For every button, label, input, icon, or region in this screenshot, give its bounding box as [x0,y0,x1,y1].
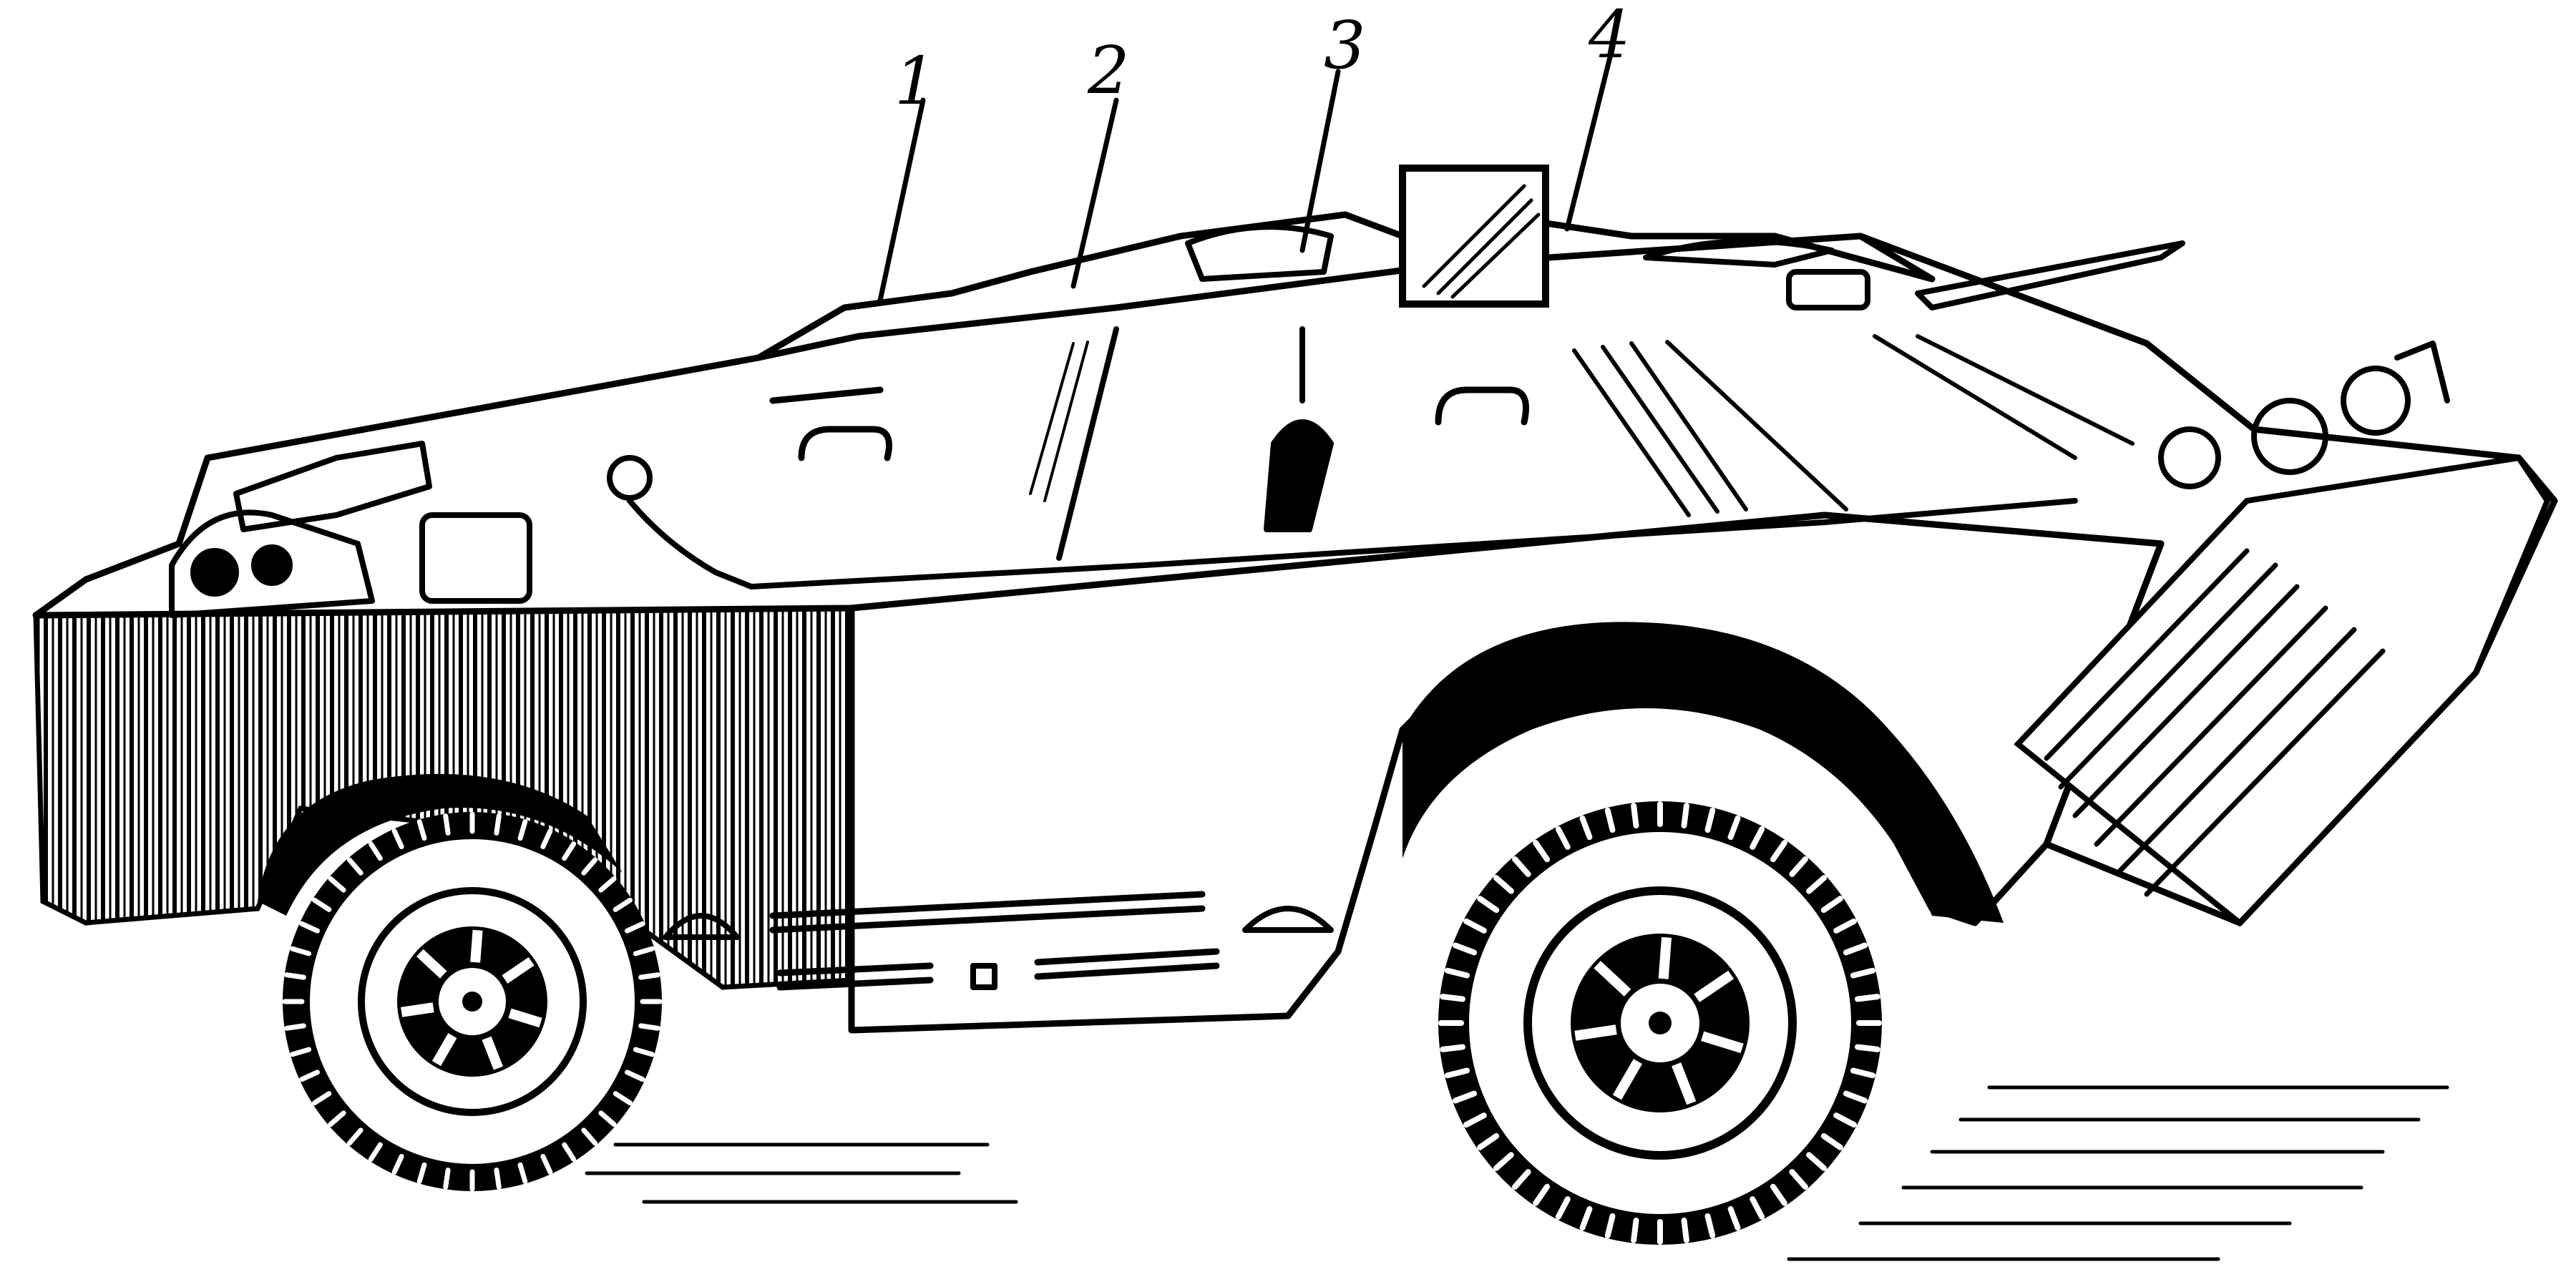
wheel-spoke [1694,970,1735,1002]
wheel-spoke [1658,936,1672,979]
nose-shading [2044,548,2386,897]
wheel-spoke [1574,1024,1617,1041]
callout-3: 3 [1324,7,1366,84]
wheel-spoke [508,1008,542,1028]
rear-tire-tread [282,811,663,1192]
rear-deck-equipment [169,441,532,618]
wheel-spoke [470,929,483,963]
wheel-spoke [502,956,535,984]
hull-seam [1056,326,1119,561]
roof-structure [755,211,1936,361]
side-equipment [607,326,1334,589]
front-wheel-arch [1402,622,2004,923]
callout-4: 4 [1588,0,1631,73]
callout-leaders [877,54,1613,303]
wheel-spoke [1672,1062,1697,1105]
front-slope-shading [1572,334,2135,517]
wheel-spoke [482,1036,503,1070]
side-rails [769,891,1220,991]
rear-wheel [283,812,662,1191]
rear-wheel-arch [258,773,623,916]
ground-shadow [585,1085,2449,1261]
callout-2: 2 [1087,32,1130,109]
wheel-spoke [401,1002,434,1017]
front-tire-tread [1438,801,1882,1245]
wheel-spoke [1594,961,1631,997]
deck-hatches [1185,224,2185,310]
wheel-spoke [431,1033,457,1067]
hull-belt [748,498,2078,589]
wheel-spoke [1612,1059,1643,1100]
wheel-arch-bumps [663,906,1334,990]
front-nose-panel [2014,454,2551,927]
grab-handles [769,386,1529,461]
headlight-cluster [2158,341,2450,489]
callout-1: 1 [894,43,937,119]
wheel-spoke [416,949,447,979]
wheel-spoke [1701,1031,1744,1054]
front-wheel [1438,801,1882,1245]
